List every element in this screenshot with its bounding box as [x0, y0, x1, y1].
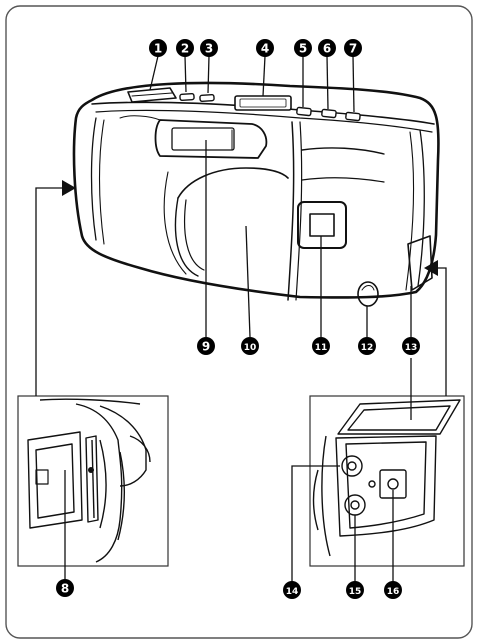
callout-8-label: 8 — [61, 582, 69, 596]
callout-14: 14 — [283, 581, 301, 599]
callout-13: 13 — [402, 337, 420, 355]
arrow-right-inset — [424, 260, 438, 276]
callout-11-label: 11 — [315, 343, 328, 353]
callout-9-label: 9 — [202, 340, 210, 354]
callout-11: 11 — [312, 337, 330, 355]
top-deck-edge — [91, 101, 435, 125]
callout-7: 7 — [344, 39, 362, 57]
lens-barrel-grip-shape — [177, 167, 289, 199]
callout-15-label: 15 — [349, 587, 362, 597]
outer-frame — [5, 5, 473, 639]
callout-12: 12 — [358, 337, 376, 355]
inset-battery-compartment — [17, 395, 169, 567]
callout-5-label: 5 — [299, 42, 307, 56]
lcd-panel-shape — [234, 95, 292, 111]
callout-9: 9 — [197, 337, 215, 355]
callout-6-label: 6 — [323, 42, 331, 56]
leader-lines — [64, 55, 412, 582]
callout-12-label: 12 — [361, 343, 374, 353]
callout-6: 6 — [318, 39, 336, 57]
callout-7-label: 7 — [349, 42, 357, 56]
viewfinder-shape — [297, 201, 347, 249]
release-button-shape — [357, 281, 379, 307]
camera-body-outline — [72, 81, 440, 299]
callout-1-label: 1 — [154, 42, 162, 56]
callout-10-label: 10 — [244, 343, 257, 353]
callout-1: 1 — [149, 39, 167, 57]
callout-4: 4 — [256, 39, 274, 57]
callout-16: 16 — [384, 581, 402, 599]
inset-terminal-cover — [309, 395, 465, 567]
callout-8: 8 — [56, 579, 74, 597]
callout-3-label: 3 — [205, 42, 213, 56]
callout-4-label: 4 — [261, 42, 269, 56]
callout-5: 5 — [294, 39, 312, 57]
callout-14-label: 14 — [286, 587, 299, 597]
callout-2: 2 — [176, 39, 194, 57]
callout-3: 3 — [200, 39, 218, 57]
connector-lines — [35, 187, 447, 396]
camera-body — [72, 81, 440, 307]
callout-15: 15 — [346, 581, 364, 599]
callout-16-label: 16 — [387, 587, 400, 597]
callout-badges: 1 2 3 4 5 6 7 8 9 10 11 12 13 14 15 16 — [56, 39, 420, 599]
callout-10: 10 — [241, 337, 259, 355]
callout-2-label: 2 — [181, 42, 189, 56]
flash-window-shape — [154, 119, 268, 159]
callout-13-label: 13 — [405, 343, 418, 353]
arrow-left-inset — [62, 180, 76, 196]
side-cover-shape — [407, 235, 433, 291]
